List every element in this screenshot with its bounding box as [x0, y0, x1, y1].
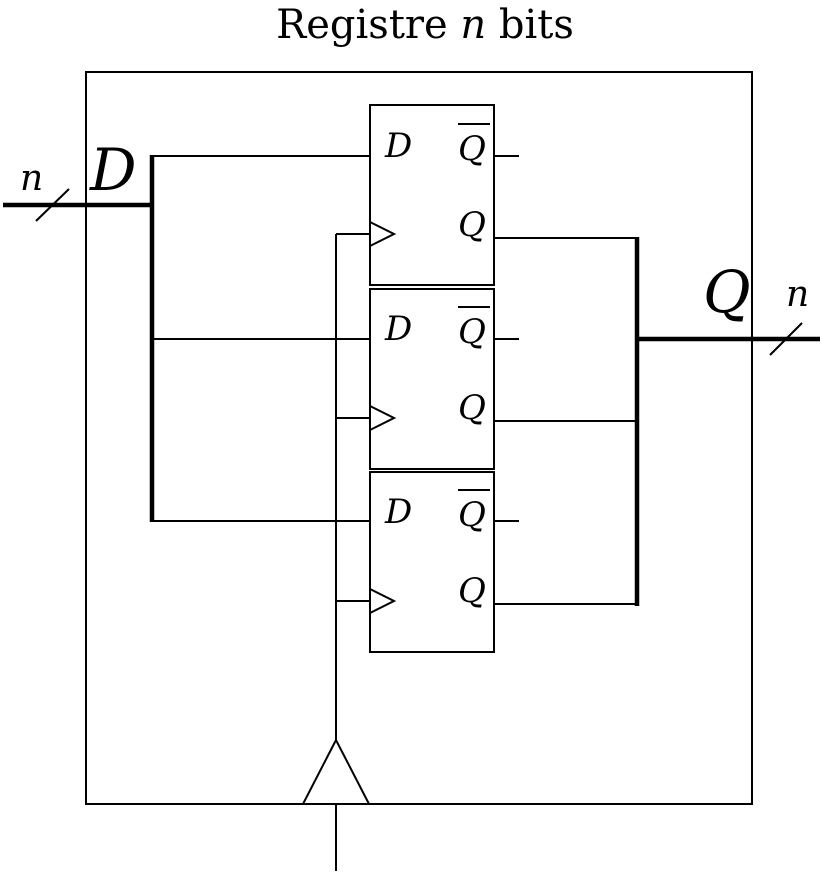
flip-flop-body — [369, 471, 495, 653]
d-pin-label: D — [384, 309, 412, 349]
q-pin-label: Q — [458, 205, 486, 245]
diagram-title: Registre n bits — [276, 2, 574, 48]
register-outline — [85, 71, 753, 805]
clock-edge-icon — [369, 405, 397, 431]
flip-flop-2: D Q Q — [369, 288, 637, 470]
qbar-pin-label: Q — [458, 129, 486, 169]
output-bus-width-label: n — [786, 274, 809, 315]
q-pin-label: Q — [458, 571, 486, 611]
flip-flop-1: D Q Q — [369, 104, 637, 286]
clock-edge-icon — [369, 221, 397, 247]
flip-flop-body — [369, 104, 495, 286]
input-bus-label: D — [89, 136, 137, 204]
qbar-pin-label: Q — [458, 495, 486, 535]
input-bus-width-label: n — [20, 158, 43, 199]
input-bus-width-slash — [35, 188, 70, 222]
flip-flop-3: D Q Q — [369, 471, 637, 653]
flip-flop-body — [369, 288, 495, 470]
qbar-pin-label: Q — [458, 312, 486, 352]
clock-edge-icon — [369, 588, 397, 614]
output-bus-label: Q — [703, 258, 751, 326]
clock-buffer-icon — [301, 737, 371, 805]
output-bus-width-slash — [769, 322, 803, 356]
d-pin-label: D — [384, 492, 412, 532]
d-pin-label: D — [384, 126, 412, 166]
q-pin-label: Q — [458, 388, 486, 428]
